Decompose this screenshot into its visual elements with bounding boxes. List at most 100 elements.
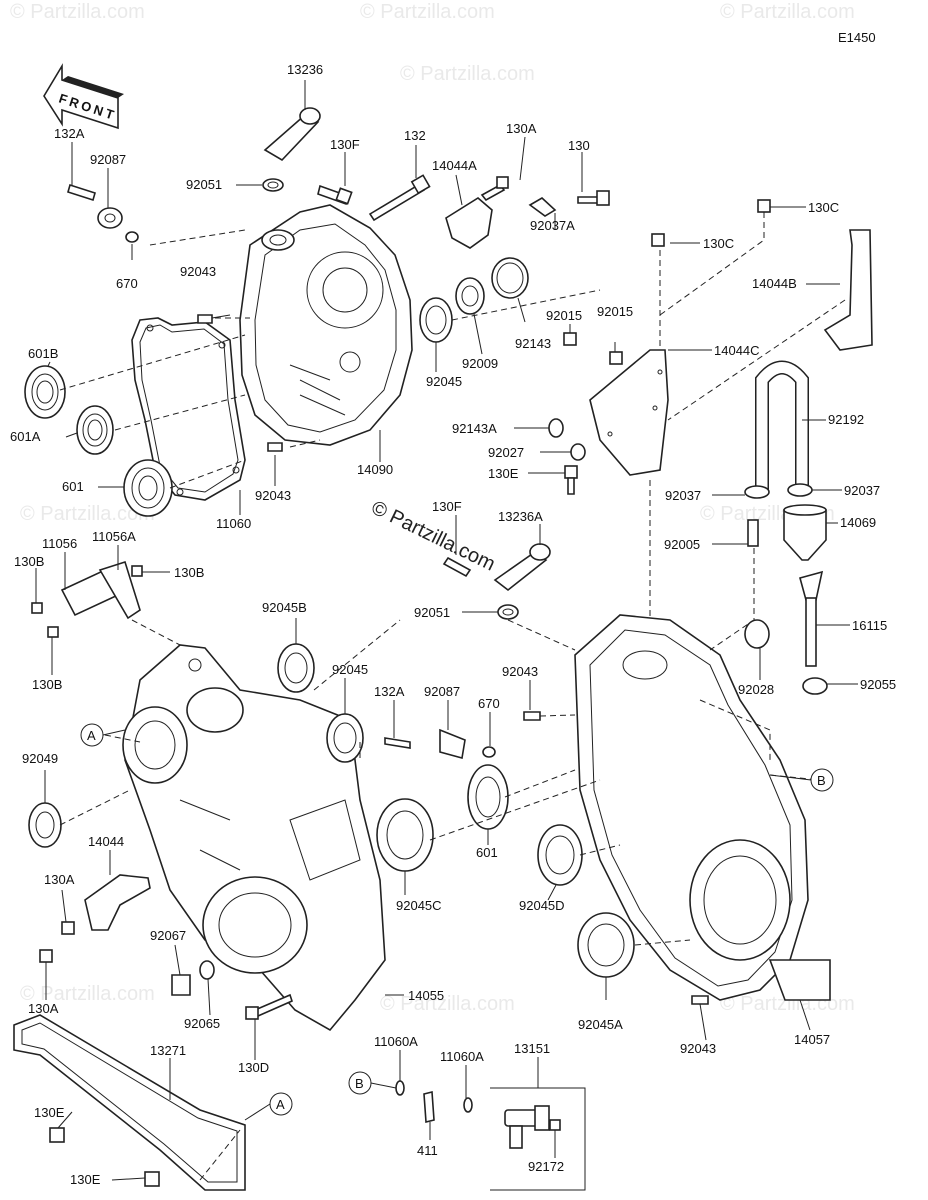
hose-92192-drawing bbox=[755, 360, 809, 490]
part-label-130: 130 bbox=[568, 138, 590, 153]
nut-92015-b-drawing bbox=[609, 351, 623, 365]
bolt-130-drawing bbox=[577, 190, 610, 206]
bolt-130E-b-drawing bbox=[144, 1171, 160, 1187]
bearing-601A-drawing bbox=[76, 405, 114, 455]
front-arrow-icon: FRONT bbox=[43, 63, 124, 130]
callout-A-label: A bbox=[276, 1097, 285, 1112]
part-label-92037: 92037 bbox=[665, 488, 701, 503]
part-label-92143A: 92143A bbox=[452, 421, 497, 436]
watermark-text: © Partzilla.com bbox=[20, 983, 155, 1005]
bracket-14044C-drawing bbox=[589, 349, 669, 476]
plug-92067-drawing bbox=[171, 974, 191, 996]
elbow-92087-top-drawing bbox=[97, 207, 123, 229]
part-label-92051: 92051 bbox=[186, 177, 222, 192]
part-label-411: 411 bbox=[417, 1143, 438, 1158]
pin-92043-top-drawing bbox=[197, 314, 213, 324]
part-label-130C: 130C bbox=[808, 200, 839, 215]
bearing-601-mid-drawing bbox=[467, 764, 509, 830]
part-label-670: 670 bbox=[478, 696, 500, 711]
bearing-92049-drawing bbox=[28, 802, 62, 848]
sensor-13151-drawing bbox=[504, 1105, 550, 1149]
part-label-130E: 130E bbox=[34, 1105, 65, 1120]
bracket-14044B-drawing bbox=[823, 229, 873, 351]
bearing-92045-mid-drawing bbox=[326, 713, 364, 763]
pin-92043-c-drawing bbox=[523, 711, 541, 721]
part-label-130A: 130A bbox=[28, 1001, 59, 1016]
part-label-14057: 14057 bbox=[794, 1032, 830, 1047]
watermark-text: © Partzilla.com bbox=[20, 503, 155, 525]
washer-92065-drawing bbox=[199, 960, 215, 980]
part-label-92192: 92192 bbox=[828, 412, 864, 427]
callout-B-bottom: B bbox=[348, 1071, 372, 1095]
part-label-92045: 92045 bbox=[426, 374, 462, 389]
oring-670-top-drawing bbox=[125, 231, 139, 243]
bearing-92045A-drawing bbox=[577, 912, 635, 978]
part-label-92051: 92051 bbox=[414, 605, 450, 620]
bolt-130B-c-drawing bbox=[47, 626, 59, 638]
gasket-13271-drawing bbox=[13, 1014, 246, 1191]
part-label-92067: 92067 bbox=[150, 928, 186, 943]
part-label-92055: 92055 bbox=[860, 677, 896, 692]
bolt-130A-a-drawing bbox=[61, 921, 75, 935]
part-label-92028: 92028 bbox=[738, 682, 774, 697]
clip-411-drawing bbox=[423, 1090, 435, 1124]
part-label-92045A: 92045A bbox=[578, 1017, 623, 1032]
bearing-92045D-drawing bbox=[537, 824, 583, 886]
long-bolt-132-drawing bbox=[368, 174, 431, 222]
part-label-13236: 13236 bbox=[287, 62, 323, 77]
part-label-11060A: 11060A bbox=[374, 1034, 418, 1049]
fitting-92005-drawing bbox=[747, 519, 759, 547]
watermark-text: © Partzilla.com bbox=[10, 1, 145, 23]
oring-11060A-a-drawing bbox=[395, 1080, 405, 1096]
part-label-601A: 601A bbox=[10, 429, 41, 444]
part-label-92043: 92043 bbox=[502, 664, 538, 679]
watermark-text: © Partzilla.com bbox=[380, 993, 515, 1015]
plug-92172-drawing bbox=[549, 1119, 561, 1131]
part-label-11056A: 11056A bbox=[92, 529, 136, 544]
washer-92051-mid-drawing bbox=[497, 604, 519, 620]
bracket-14044-drawing bbox=[84, 874, 151, 931]
oring-11060A-b-drawing bbox=[463, 1097, 473, 1113]
watermark-layer: © Partzilla.com © Partzilla.com © Partzi… bbox=[10, 1, 855, 1015]
bolt-130B-a-drawing bbox=[31, 602, 43, 614]
part-label-130B: 130B bbox=[174, 565, 204, 580]
part-label-92172: 92172 bbox=[528, 1159, 564, 1174]
part-label-92015: 92015 bbox=[597, 304, 633, 319]
bearing-92045B-drawing bbox=[277, 643, 315, 693]
part-label-130A: 130A bbox=[506, 121, 537, 136]
crankcase-cover-14090-drawing bbox=[239, 204, 413, 446]
watermark-text: © Partzilla.com bbox=[400, 63, 535, 85]
callout-A-bottom: A bbox=[269, 1092, 293, 1116]
part-label-130E: 130E bbox=[70, 1172, 101, 1187]
part-label-92087: 92087 bbox=[424, 684, 460, 699]
part-label-16115: 16115 bbox=[852, 618, 887, 633]
part-label-92087: 92087 bbox=[90, 152, 126, 167]
callout-leader bbox=[769, 774, 812, 781]
bolt-130F-top-drawing bbox=[317, 184, 353, 206]
part-label-92043: 92043 bbox=[180, 264, 216, 279]
part-label-132A: 132A bbox=[374, 684, 405, 699]
part-label-601: 601 bbox=[62, 479, 84, 494]
bearing-601B-drawing bbox=[24, 365, 66, 419]
gasket-11060-drawing bbox=[131, 317, 246, 501]
bolt-130E-mid-drawing bbox=[564, 465, 578, 495]
breather-14069-drawing bbox=[783, 504, 827, 561]
bolt-130C-a-drawing bbox=[651, 233, 665, 247]
part-label-130E: 130E bbox=[488, 466, 519, 481]
callout-B-label: B bbox=[355, 1076, 364, 1091]
part-label-130D: 130D bbox=[238, 1060, 269, 1075]
bearing-92045C-drawing bbox=[376, 798, 434, 872]
callout-A-label: A bbox=[87, 728, 96, 743]
callout-leader bbox=[244, 1103, 271, 1121]
part-label-92143: 92143 bbox=[515, 336, 551, 351]
part-label-92037: 92037 bbox=[844, 483, 880, 498]
callout-leader bbox=[370, 1082, 397, 1089]
collar-92143A-drawing bbox=[548, 418, 564, 438]
leader-lines bbox=[35, 80, 858, 1191]
part-label-92049: 92049 bbox=[22, 751, 58, 766]
part-label-13151: 13151 bbox=[514, 1041, 550, 1056]
watermark-text: © Partzilla.com bbox=[360, 1, 495, 23]
bearing-92045-top-drawing bbox=[419, 297, 453, 343]
